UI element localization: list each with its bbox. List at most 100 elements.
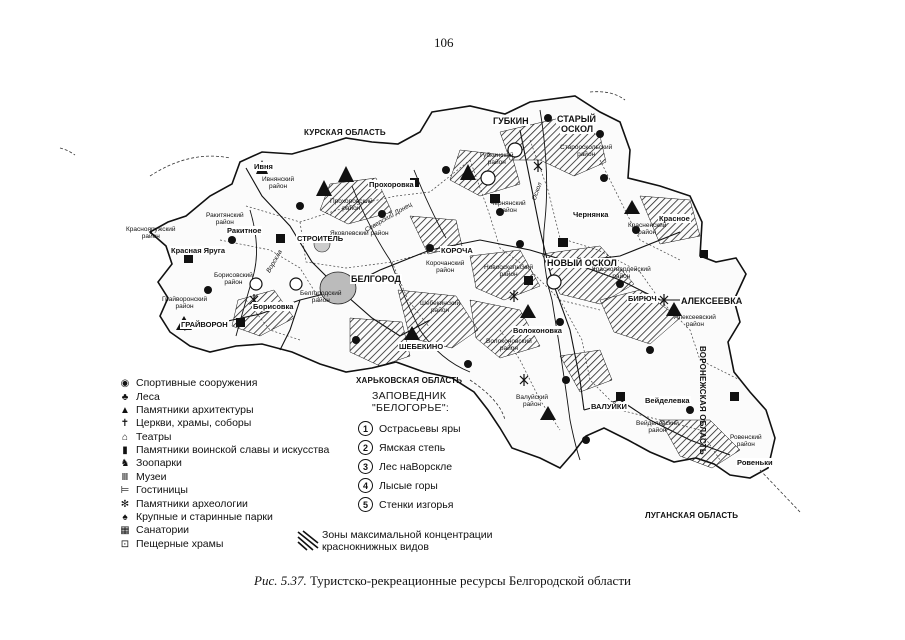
reserve-number-icon: 2 bbox=[358, 440, 373, 455]
reserve-number-icon: 3 bbox=[358, 459, 373, 474]
stadium-icon: ◉ bbox=[120, 378, 130, 390]
legend-item: ✻Памятники археологии bbox=[118, 498, 329, 511]
district-shebekinsky: Шебекинский район bbox=[420, 300, 461, 314]
neighbor-borders bbox=[59, 91, 801, 513]
town-biryuch: БИРЮЧ bbox=[627, 294, 658, 303]
town-stary-oskol-line1: СТАРЫЙ bbox=[556, 114, 597, 124]
reserve-number-icon: 4 bbox=[358, 478, 373, 493]
district-prokhorovsky: Прохоровский район bbox=[330, 198, 373, 212]
reserve-number-icon: 5 bbox=[358, 497, 373, 512]
zones-legend: Зоны максимальной концентрации краснокни… bbox=[297, 529, 493, 553]
town-shebekino: ШЕБЕКИНО bbox=[398, 342, 445, 351]
kursk-region-label: КУРСКАЯ ОБЛАСТЬ bbox=[304, 128, 386, 137]
town-rovenki: Ровеньки bbox=[736, 458, 774, 467]
district-yakovlevsky: Яковлевский район bbox=[330, 230, 389, 237]
cave-temple-icon: ⊡ bbox=[120, 538, 130, 550]
town-krasnaya-yaruga: Красная Яруга bbox=[170, 246, 227, 255]
legend-item: ▲Памятники архитектуры bbox=[118, 404, 329, 417]
figure-label: Рис. 5.37. bbox=[254, 573, 307, 588]
legend-item: ▮Памятники воинской славы и искусства bbox=[118, 444, 329, 457]
zoo-icon: ♞ bbox=[120, 458, 130, 470]
town-graivoron: ГРАЙВОРОН bbox=[180, 320, 229, 329]
figure-caption: Рис. 5.37. Туристско-рекреационные ресур… bbox=[254, 573, 631, 589]
hotel-icon: ⊨ bbox=[120, 485, 130, 497]
legend-item: ◉Спортивные сооружения bbox=[118, 377, 329, 390]
archaeology-icon: ✻ bbox=[120, 498, 130, 510]
town-krasnoe: Красное bbox=[658, 214, 691, 223]
district-korochansky: Корочанский район bbox=[426, 260, 465, 274]
district-graivoronsky: Грайворонский район bbox=[162, 296, 208, 310]
district-chernyansky: Чернянский район bbox=[490, 200, 526, 214]
archaeology-symbols bbox=[249, 160, 669, 386]
district-ivnyansky: Ивнянский район bbox=[262, 176, 295, 190]
district-krasnensky: Красненский район bbox=[628, 222, 667, 236]
town-prokhorovka: Прохоровка bbox=[368, 180, 415, 189]
district-veydelevsky: Вейделевский район bbox=[636, 420, 679, 434]
kharkov-region-label: ХАРЬКОВСКАЯ ОБЛАСТЬ bbox=[356, 376, 463, 385]
district-novooskolsky: Новооскольский район bbox=[484, 264, 534, 278]
legend-item: ♠Крупные и старинные парки bbox=[118, 511, 329, 524]
park-icon: ♠ bbox=[122, 512, 128, 524]
architecture-icon: ▲ bbox=[120, 404, 130, 416]
town-ivnya: Ивня bbox=[253, 162, 274, 171]
legend-item: ⌂Театры bbox=[118, 431, 329, 444]
zones-label-line2: краснокнижных видов bbox=[322, 540, 429, 553]
district-valuysky: Валуйский район bbox=[516, 394, 548, 408]
district-volokonovsky: Волоконовский район bbox=[486, 338, 532, 352]
reserve-title-line2: "БЕЛОГОРЬЕ": bbox=[372, 402, 450, 414]
hatch-swatch-icon bbox=[297, 530, 319, 551]
tree-icon: ♣ bbox=[121, 391, 129, 403]
reserve-number-icon: 1 bbox=[358, 421, 373, 436]
church-icon: ✝ bbox=[120, 418, 130, 430]
town-alekseevka: АЛЕКСЕЕВКА bbox=[680, 296, 744, 306]
voronezh-region-label: ВОРОНЕЖСКАЯ ОБЛАСТЬ bbox=[698, 346, 707, 455]
town-stary-oskol-line2: ОСКОЛ bbox=[560, 124, 595, 134]
district-starooskolsky: Старооскольский район bbox=[560, 144, 613, 158]
town-novy-oskol: НОВЫЙ ОСКОЛ bbox=[546, 258, 618, 268]
town-veydelevka: Вейделевка bbox=[644, 396, 691, 405]
town-korocha: КОРОЧА bbox=[440, 246, 474, 255]
legend: ◉Спортивные сооружения ♣Леса ▲Памятники … bbox=[118, 377, 329, 551]
town-stroitel: СТРОИТЕЛЬ bbox=[296, 234, 345, 243]
legend-item: ⊨Гостиницы bbox=[118, 484, 329, 497]
lugansk-region-label: ЛУГАНСКАЯ ОБЛАСТЬ bbox=[645, 511, 739, 520]
legend-item: ✝Церкви, храмы, соборы bbox=[118, 417, 329, 430]
theatre-icon: ⌂ bbox=[121, 431, 129, 443]
legend-item: ♣Леса bbox=[118, 390, 329, 403]
district-krasnoyaruzhsky: Краснояружский район bbox=[126, 226, 176, 240]
monument-icon: ▮ bbox=[122, 445, 128, 457]
town-chernyanka: Чернянка bbox=[572, 210, 610, 219]
sanatorium-icon: ▦ bbox=[120, 525, 130, 537]
legend-item: ⊡Пещерные храмы bbox=[118, 538, 329, 551]
town-volokonovka: Волоконовка bbox=[512, 326, 563, 335]
page-number: 106 bbox=[434, 35, 454, 50]
region-boundary bbox=[148, 95, 776, 479]
legend-item: ▦Санатории bbox=[118, 524, 329, 537]
town-belgorod: БЕЛГОРОД bbox=[350, 274, 402, 284]
figure-caption-text: Туристско-рекреационные ресурсы Белгород… bbox=[309, 573, 631, 588]
museum-icon: Ⅲ bbox=[121, 471, 129, 483]
town-borisovka: Борисовка bbox=[252, 302, 295, 311]
district-gubkinsky: Губкинский район bbox=[480, 152, 514, 166]
district-krasnogvardeysky: Красногвардейский район bbox=[592, 266, 651, 280]
district-borisovsky: Борисовский район bbox=[214, 272, 253, 286]
legend-item: ♞Зоопарки bbox=[118, 457, 329, 470]
town-valuyki: ВАЛУЙКИ bbox=[590, 402, 628, 411]
town-rakitnoe: Ракитное bbox=[226, 226, 263, 235]
district-belgorodsky: Белгородский район bbox=[300, 290, 342, 304]
district-alekseevsky: Алексеевский район bbox=[674, 314, 716, 328]
district-rovensky: Ровенский район bbox=[730, 434, 762, 448]
district-rakityansky: Ракитянский район bbox=[206, 212, 244, 226]
zones-label-line1: Зоны максимальной концентрации bbox=[322, 529, 493, 541]
town-gubkin: ГУБКИН bbox=[492, 116, 530, 126]
reserve-markers bbox=[249, 142, 562, 291]
reserve-title-line1: ЗАПОВЕДНИК bbox=[372, 390, 447, 402]
